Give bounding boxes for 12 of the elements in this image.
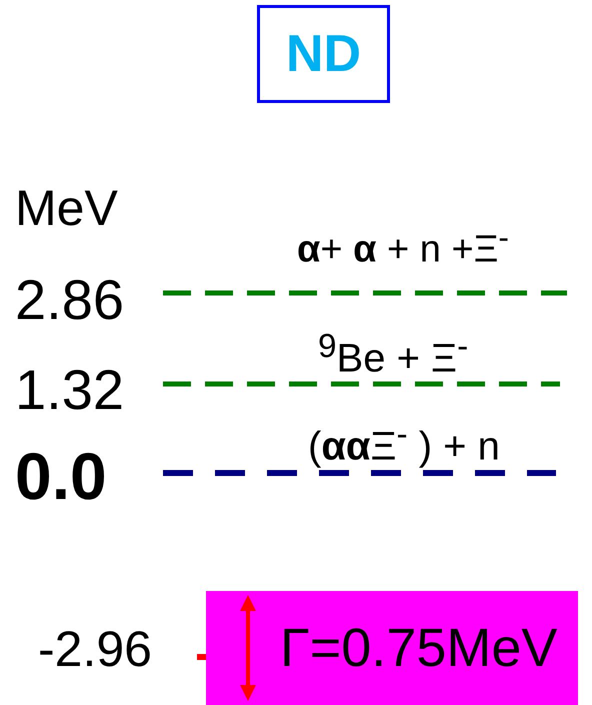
title-box: [257, 5, 390, 103]
threshold-label: α+ α + n +Ξ$^{-}$: [297, 222, 509, 269]
energy-value: -2.96: [38, 624, 152, 674]
energy-value: 1.32: [15, 362, 124, 418]
width-label: Γ=0.75MeV: [280, 621, 558, 675]
energy-value: 2.86: [15, 272, 124, 328]
width-box: [206, 591, 578, 705]
title: ND: [286, 28, 362, 80]
unit-label: MeV: [15, 183, 118, 233]
threshold-label: $^{9}$Be + Ξ$^{-}$: [318, 330, 468, 378]
energy-value: 0.0: [15, 443, 107, 509]
threshold-label: (ααΞ$^{-}$ ) + n: [308, 418, 500, 466]
